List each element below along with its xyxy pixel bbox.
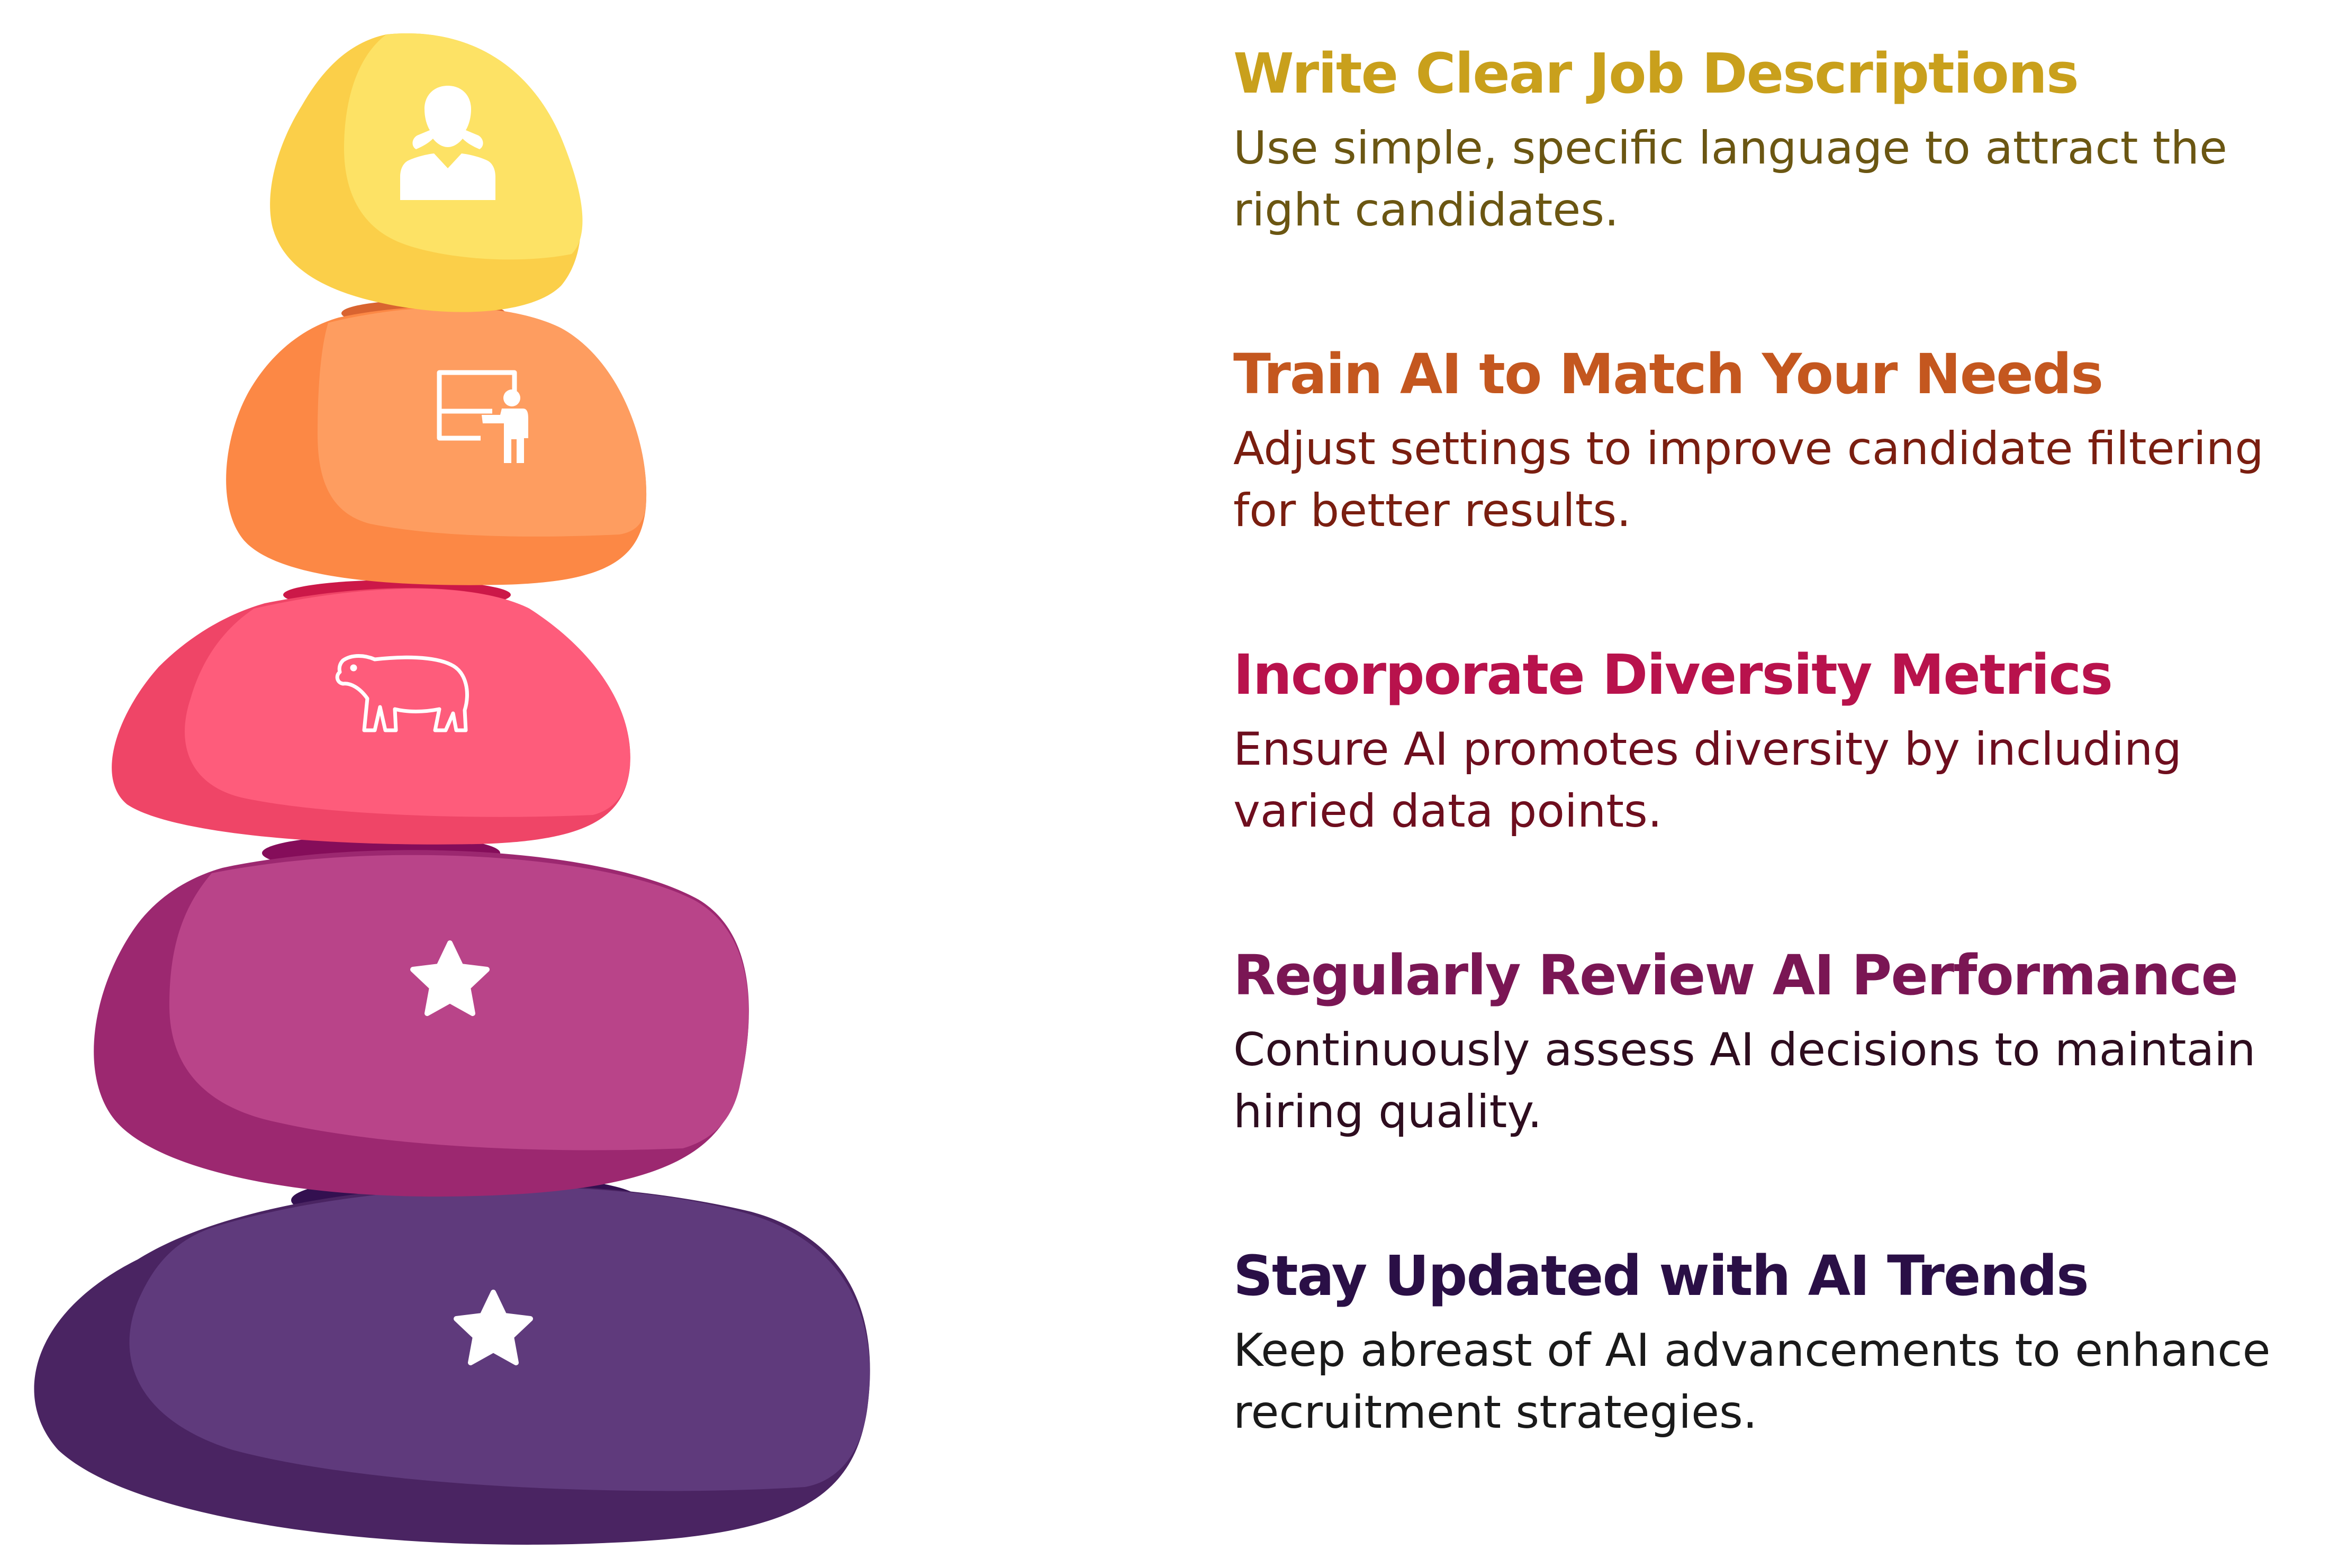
item-4-description: Continuously assess AI decisions to main… [1233, 1023, 2256, 1138]
person-icon [400, 86, 495, 200]
star-icon [454, 1290, 533, 1365]
star-icon [410, 940, 490, 1016]
stone-1 [270, 33, 583, 312]
teacher-board-icon [437, 370, 528, 463]
item-3: Incorporate Diversity Metrics Ensure AI … [1233, 643, 2318, 842]
item-5: Stay Updated with AI Trends Keep abreast… [1233, 1244, 2318, 1444]
item-4: Regularly Review AI Performance Continuo… [1233, 944, 2318, 1143]
item-3-title: Incorporate Diversity Metrics [1233, 642, 2113, 707]
stone-5 [34, 1174, 870, 1545]
item-4-title: Regularly Review AI Performance [1233, 943, 2238, 1008]
item-5-description: Keep abreast of AI advancements to enhan… [1233, 1324, 2271, 1439]
stone-stack [34, 33, 870, 1545]
item-3-description: Ensure AI promotes diversity by includin… [1233, 722, 2182, 838]
stone-1-face [344, 33, 583, 260]
stone-3-face [185, 588, 630, 817]
stone-4 [94, 835, 749, 1197]
stone-3 [112, 580, 630, 845]
item-1: Write Clear Job Descriptions Use simple,… [1233, 42, 2318, 241]
bear-icon [335, 654, 469, 732]
item-5-title: Stay Updated with AI Trends [1233, 1244, 2089, 1308]
item-2-title: Train AI to Match Your Needs [1233, 342, 2103, 406]
item-1-description: Use simple, specific language to attract… [1233, 121, 2227, 237]
stone-2-face [318, 307, 647, 537]
item-1-title: Write Clear Job Descriptions [1233, 41, 2079, 106]
item-2-description: Adjust settings to improve candidate fil… [1233, 422, 2264, 537]
stone-2 [226, 300, 647, 585]
item-2: Train AI to Match Your Needs Adjust sett… [1233, 342, 2318, 542]
